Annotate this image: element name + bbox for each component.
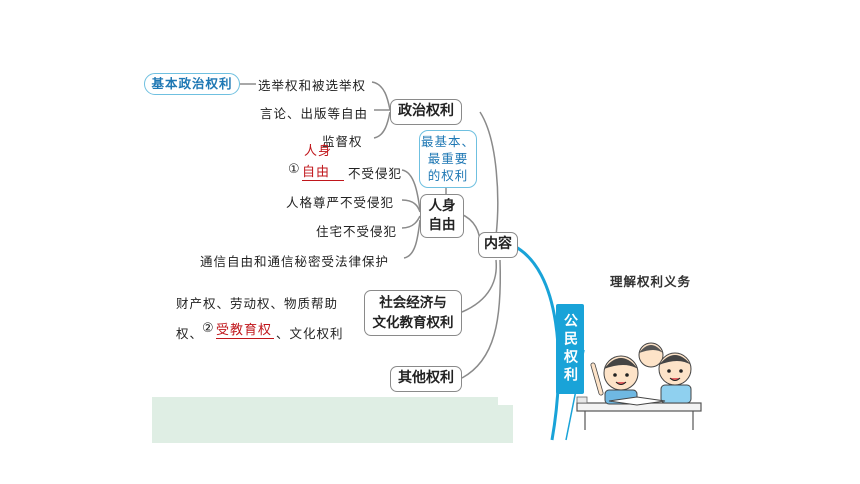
other-rights-node: 其他权利	[390, 366, 462, 392]
branch-person-2	[401, 199, 421, 213]
citizen-rights-tab: 公民权利	[556, 304, 584, 394]
branch-pol-1	[371, 81, 391, 111]
blank-1-answer-top: 人身	[304, 144, 333, 159]
blank-1-suffix: 不受侵犯	[348, 166, 403, 181]
personal-node-line-2: 自由	[428, 217, 456, 233]
branch-blue	[513, 244, 561, 441]
branch-person-4	[403, 219, 421, 259]
social-line-1: 财产权、劳动权、物质帮助	[176, 296, 339, 311]
political-rights-node: 政治权利	[390, 99, 462, 125]
footer-bar-right	[347, 405, 513, 443]
blank-2-number: ②	[202, 321, 215, 336]
blank-1-answer: 自由	[302, 161, 344, 181]
social-node-line-1: 社会经济与	[379, 295, 447, 311]
note-line-3: 的权利	[427, 168, 469, 183]
branch-political	[479, 111, 499, 237]
person-item-2: 住宅不受侵犯	[316, 224, 398, 239]
social-economic-node: 社会经济与 文化教育权利	[364, 290, 462, 336]
basic-political-tag: 基本政治权利	[144, 73, 240, 95]
social-node-line-2: 文化教育权利	[372, 315, 454, 331]
political-item-1: 选举权和被选举权	[258, 78, 367, 93]
branch-pol-3	[373, 111, 391, 139]
person-item-3: 通信自由和通信秘密受法律保护	[200, 254, 390, 269]
branch-person-3	[401, 215, 421, 229]
personal-freedom-node: 人身 自由	[420, 194, 464, 238]
note-line-2: 最重要	[427, 151, 469, 166]
branch-person-1	[401, 169, 421, 211]
political-item-2: 言论、出版等自由	[260, 106, 369, 121]
topic-title: 理解权利义务	[610, 274, 692, 289]
blank-2-answer: 受教育权	[216, 319, 274, 339]
branch-social	[461, 259, 498, 313]
branch-other	[461, 259, 502, 379]
content-root-node: 内容	[478, 232, 518, 258]
note-line-1: 最基本、	[420, 134, 475, 149]
person-item-1: 人格尊严不受侵犯	[286, 195, 395, 210]
most-basic-note: 最基本、 最重要 的权利	[419, 130, 477, 188]
social-line-2-prefix: 权、	[176, 326, 204, 341]
personal-node-line-1: 人身	[428, 198, 456, 214]
blank-1-number: ①	[288, 162, 301, 177]
political-item-3: 监督权	[322, 134, 363, 149]
students-illustration-icon	[576, 342, 702, 430]
social-line-2-suffix: 、文化权利	[276, 326, 344, 341]
